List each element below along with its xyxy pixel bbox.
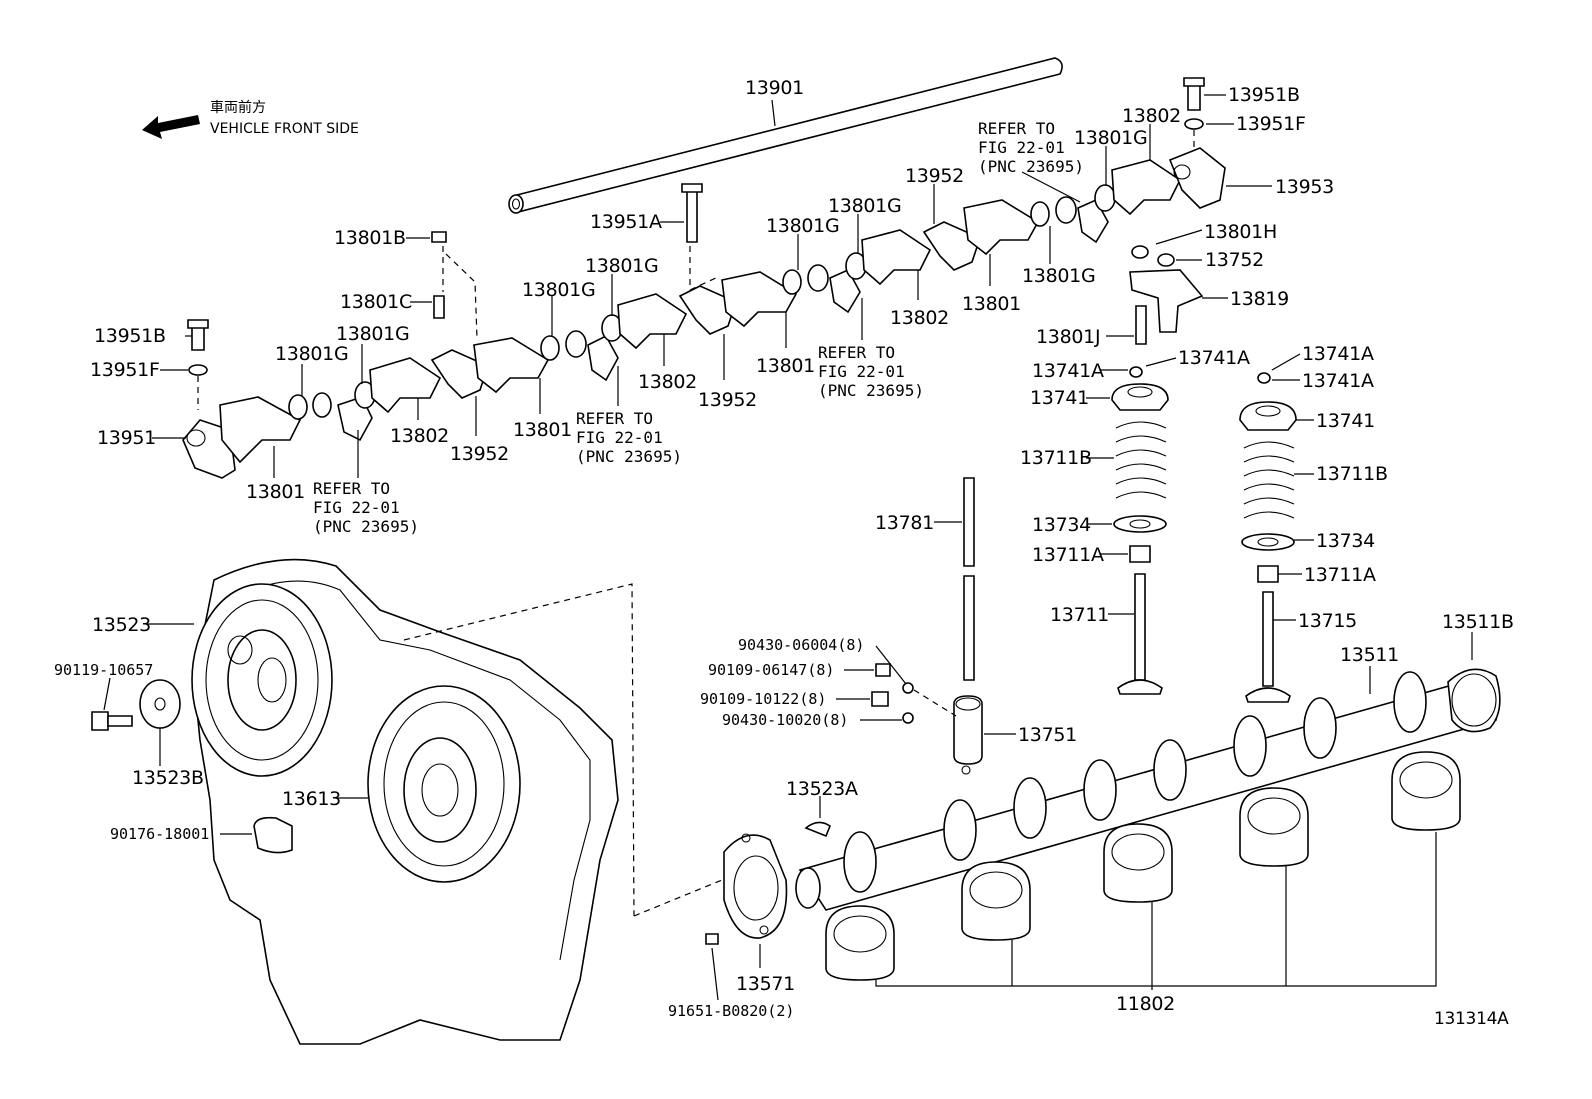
part-label[interactable]: 13781 xyxy=(875,512,934,534)
part-label[interactable]: 13801G xyxy=(585,255,659,277)
part-label[interactable]: 13951 xyxy=(97,427,156,449)
part-label[interactable]: 13951B xyxy=(94,325,166,347)
part-label[interactable]: 13951F xyxy=(90,359,160,381)
part-label[interactable]: 13711B xyxy=(1020,447,1092,469)
part-label[interactable]: 13801G xyxy=(522,279,596,301)
refer-note: REFER TO FIG 22-01 (PNC 23695) xyxy=(818,298,924,400)
part-label[interactable]: 13801G xyxy=(1022,265,1096,287)
part-label[interactable]: 13741A xyxy=(1302,343,1374,365)
catalog-number: 131314A xyxy=(1434,1009,1509,1029)
part-label[interactable]: 13711A xyxy=(1032,544,1104,566)
part-label[interactable]: 13801G xyxy=(336,323,410,345)
part-label[interactable]: 13752 xyxy=(1205,249,1264,271)
part-label[interactable]: 13801G xyxy=(828,195,902,217)
part-label[interactable]: 13741 xyxy=(1316,410,1375,432)
svg-text:(PNC 23695): (PNC 23695) xyxy=(978,157,1084,176)
part-label[interactable]: 13734 xyxy=(1316,530,1375,552)
vehicle-front-label-en: VEHICLE FRONT SIDE xyxy=(210,121,359,137)
arrow-left-icon xyxy=(142,115,200,139)
part-label[interactable]: 13523 xyxy=(92,614,151,636)
part-label[interactable]: 13801C xyxy=(340,291,412,313)
svg-text:(PNC 23695): (PNC 23695) xyxy=(313,517,419,536)
part-label[interactable]: 11802 xyxy=(1116,993,1175,1015)
valve-assembly-left[interactable]: 13741A 13741A 13741 13711B 13734 13711A … xyxy=(1020,347,1250,695)
part-label[interactable]: 13802 xyxy=(890,307,949,329)
part-label[interactable]: 13613 xyxy=(282,788,341,810)
part-label[interactable]: 90430-06004(8) xyxy=(738,636,864,654)
svg-text:FIG 22-01: FIG 22-01 xyxy=(576,428,663,447)
part-label[interactable]: 13819 xyxy=(1230,288,1289,310)
part-label[interactable]: 13952 xyxy=(905,165,964,187)
part-label[interactable]: 13511B xyxy=(1442,611,1514,633)
svg-text:FIG 22-01: FIG 22-01 xyxy=(818,362,905,381)
svg-text:REFER TO: REFER TO xyxy=(576,409,653,428)
svg-text:FIG 22-01: FIG 22-01 xyxy=(978,138,1065,157)
part-label[interactable]: 13951B xyxy=(1228,84,1300,106)
part-label[interactable]: 90176-18001 xyxy=(110,825,209,843)
part-label[interactable]: 13801G xyxy=(1074,127,1148,149)
part-label[interactable]: 13715 xyxy=(1298,610,1357,632)
idler-shaft-bolt[interactable]: 90119-10657 13523B 90176-18001 xyxy=(54,661,293,854)
part-label[interactable]: 13802 xyxy=(638,371,697,393)
svg-text:REFER TO: REFER TO xyxy=(818,343,895,362)
rocker-arm-assembly[interactable] xyxy=(182,77,1226,479)
part-label[interactable]: 13953 xyxy=(1275,176,1334,198)
camshaft[interactable]: 13511B 13511 13523A xyxy=(786,611,1514,911)
part-label[interactable]: 13952 xyxy=(698,389,757,411)
part-label[interactable]: 13801J xyxy=(1036,326,1101,348)
part-label[interactable]: 13952 xyxy=(450,443,509,465)
part-label[interactable]: 13802 xyxy=(390,425,449,447)
vehicle-front-indicator: 車両前方 VEHICLE FRONT SIDE xyxy=(142,99,359,139)
svg-text:(PNC 23695): (PNC 23695) xyxy=(818,381,924,400)
svg-text:REFER TO: REFER TO xyxy=(313,479,390,498)
part-label[interactable]: 90430-10020(8) xyxy=(722,711,848,729)
camshaft-bearings[interactable]: 11802 xyxy=(825,751,1461,1015)
svg-text:FIG 22-01: FIG 22-01 xyxy=(313,498,400,517)
thrust-plate[interactable]: 13571 91651-B0820(2) xyxy=(633,833,795,1020)
part-label[interactable]: 13523A xyxy=(786,778,858,800)
rocker-13819[interactable]: 13801H 13752 13819 13801J xyxy=(1036,221,1289,348)
part-label[interactable]: 13801 xyxy=(246,481,305,503)
part-label[interactable]: 13711 xyxy=(1050,604,1109,626)
rocker-labels: 13951B 13951F 13951 13801 13801G 13801G … xyxy=(90,84,1334,536)
vehicle-front-label-jp: 車両前方 xyxy=(210,99,266,116)
part-label[interactable]: 13801 xyxy=(756,355,815,377)
part-label[interactable]: 13711A xyxy=(1304,564,1376,586)
part-label[interactable]: 13801G xyxy=(766,215,840,237)
part-label[interactable]: 13751 xyxy=(1018,724,1077,746)
part-label[interactable]: 13901 xyxy=(745,77,804,99)
svg-text:(PNC 23695): (PNC 23695) xyxy=(576,447,682,466)
part-label[interactable]: 91651-B0820(2) xyxy=(668,1002,794,1020)
valve-assembly-right[interactable]: 13741A 13741A 13741 13711B 13734 13711A … xyxy=(1239,343,1388,703)
refer-note: REFER TO FIG 22-01 (PNC 23695) xyxy=(313,430,419,536)
part-label[interactable]: 13801B xyxy=(334,227,406,249)
part-label[interactable]: 13711B xyxy=(1316,463,1388,485)
part-label[interactable]: 13523B xyxy=(132,767,204,789)
part-label[interactable]: 13801G xyxy=(275,343,349,365)
part-label[interactable]: 13734 xyxy=(1032,514,1091,536)
part-label[interactable]: 13801 xyxy=(513,419,572,441)
svg-text:REFER TO: REFER TO xyxy=(978,119,1055,138)
refer-note: REFER TO FIG 22-01 (PNC 23695) xyxy=(576,366,682,466)
part-label[interactable]: 13741 xyxy=(1030,387,1089,409)
part-label[interactable]: 13951F xyxy=(1236,113,1306,135)
part-label[interactable]: 13571 xyxy=(736,973,795,995)
part-label[interactable]: 13741A xyxy=(1178,347,1250,369)
part-label[interactable]: 13802 xyxy=(1122,105,1181,127)
push-rod-assembly[interactable]: 13781 13751 90430-06004(8) 90109-06147(8… xyxy=(700,477,1077,775)
part-label[interactable]: 13741A xyxy=(1032,360,1104,382)
rocker-shaft[interactable]: 13901 xyxy=(508,57,1063,214)
part-label[interactable]: 90109-10122(8) xyxy=(700,690,826,708)
part-label[interactable]: 13741A xyxy=(1302,370,1374,392)
part-label[interactable]: 90119-10657 xyxy=(54,661,153,679)
refer-note: REFER TO FIG 22-01 (PNC 23695) xyxy=(978,119,1084,203)
idler-gear[interactable]: 13523 xyxy=(92,583,333,777)
part-label[interactable]: 13951A xyxy=(590,211,662,233)
part-label[interactable]: 90109-06147(8) xyxy=(708,661,834,679)
part-label[interactable]: 13511 xyxy=(1340,644,1399,666)
part-label[interactable]: 13801H xyxy=(1204,221,1277,243)
part-label[interactable]: 13801 xyxy=(962,293,1021,315)
cam-gear[interactable]: 13613 xyxy=(282,685,521,883)
